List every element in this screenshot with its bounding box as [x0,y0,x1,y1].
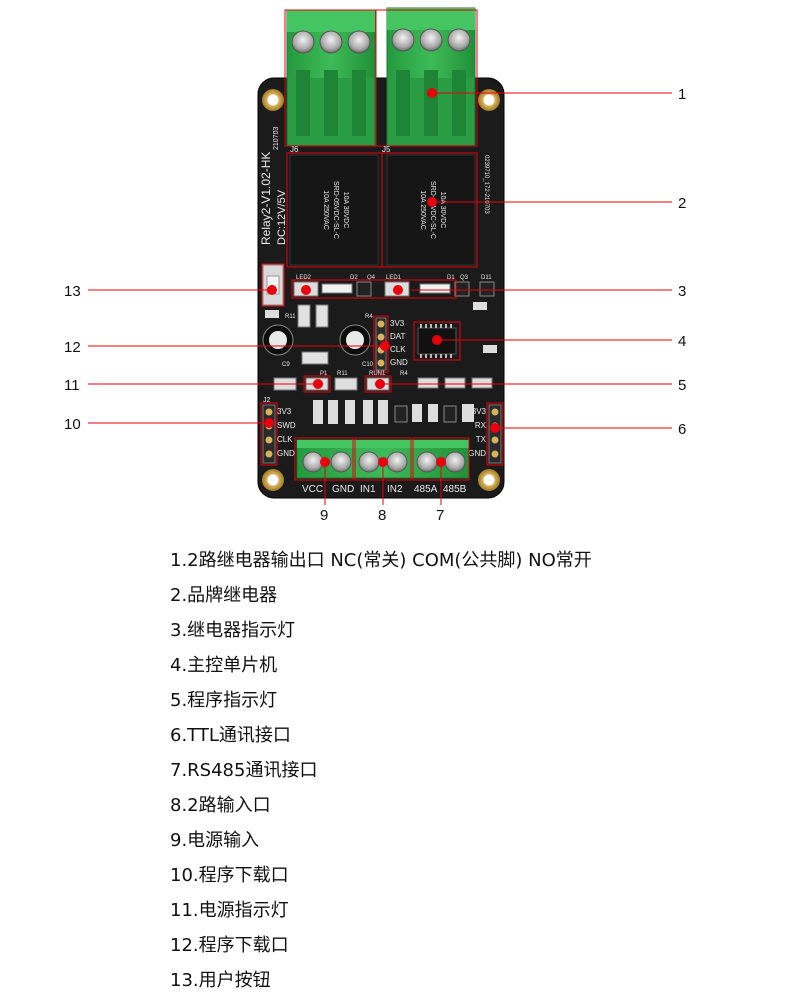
callout-dots [264,88,500,467]
label-j2: J2 [263,397,271,404]
callout-6: 6 [678,421,686,438]
relay-k2-rating-dc: 10A 30VDC [439,192,446,229]
term-label-gnd: GND [332,484,354,495]
legend-item: 2.品牌继电器 [170,585,278,606]
label-d1: D1 [447,275,455,281]
callout-2: 2 [678,195,686,212]
legend-item: 10.程序下载口 [170,865,289,886]
ttl-header [488,404,502,464]
relay-k1-rating-dc: 10A 30VDC [342,192,349,229]
prog-pin-3v3: 3V3 [390,319,405,328]
legend-item: 3.继电器指示灯 [170,620,296,641]
term-label-in2: IN2 [387,484,403,495]
label-r4: R4 [400,371,408,377]
legend-item: 6.TTL通讯接口 [170,725,291,746]
relay-k1: SRD-05VDC-SL-C 10A 250VAC 10A 30VDC [289,154,379,266]
relay-output-terminal-j5 [386,7,476,146]
callout-13: 13 [64,283,81,300]
prog-pin-dat: DAT [390,332,406,341]
label-d11: D11 [481,275,492,281]
label-c9: R11 [285,314,296,320]
legend-item: 11.电源指示灯 [170,900,289,921]
callout-1: 1 [678,86,686,103]
term-label-in1: IN1 [360,484,376,495]
callout-box-9 [294,437,354,481]
board-side-code: 0239710_172-210703 [483,155,489,214]
term-label-vcc: VCC [302,484,323,495]
label-p1: P1 [320,371,328,377]
legend-item: 5.程序指示灯 [170,690,278,711]
prog-pin-gnd: GND [390,358,408,367]
relay-k2-model: SRD-05VDC-SL-C [429,181,436,239]
label-j6: J6 [290,145,299,154]
label-d2: D2 [350,275,358,281]
label-c7: C9 [282,362,290,368]
legend-item: 4.主控单片机 [170,655,278,676]
callout-box-1 [284,9,478,147]
board-voltage: DC:12V/5V [276,189,288,245]
callout-11: 11 [64,377,80,394]
callout-4: 4 [678,333,686,350]
label-led2: LED2 [296,275,312,281]
label-r11: R11 [337,371,348,377]
callout-10: 10 [64,416,81,433]
smd-row [313,400,474,424]
relay-output-terminal-j6 [286,9,376,146]
legend-item: 12.程序下载口 [170,935,289,956]
callout-12: 12 [64,339,81,356]
legend-item: 7.RS485通讯接口 [170,760,318,781]
callout-5: 5 [678,377,686,394]
callout-box-3 [291,279,457,299]
swd-pin-gnd: GND [277,449,295,458]
term-label-485a: 485A [414,484,438,495]
swd-pin-3v3: 3V3 [277,407,292,416]
ttl-pin-rx: RX [475,421,487,430]
callout-box-13 [261,263,285,307]
relay-k1-rating-ac: 10A 250VAC [322,190,329,230]
term-label-485b: 485B [443,484,467,495]
legend-list: 1.2路继电器输出口 NC(常关) COM(公共脚) NO常开 2.品牌继电器 … [170,543,770,998]
callout-7: 7 [436,507,444,520]
swd-pin-swd: SWD [277,421,296,430]
label-c8: C10 [362,362,374,368]
legend-item: 1.2路继电器输出口 NC(常关) COM(公共脚) NO常开 [170,550,592,571]
mounting-holes [262,89,500,491]
legend-item: 13.用户按钮 [170,970,271,991]
relay-k2: SRD-05VDC-SL-C 10A 250VAC 10A 30VDC [386,154,476,266]
callout-box-6 [486,402,504,466]
callout-9: 9 [320,507,328,520]
board-name: Relay2-V1.02-HK [259,152,273,245]
callout-box-4 [413,321,461,361]
relay-k2-rating-ac: 10A 250VAC [419,190,426,230]
legend-item: 9.电源输入 [170,830,260,851]
label-led1: LED1 [386,275,402,281]
swd-pin-clk: CLK [277,435,293,444]
user-button [262,264,284,306]
callout-box-10 [260,402,278,466]
ttl-pin-gnd: GND [468,449,486,458]
prog-pin-clk: CLK [390,345,406,354]
passive-components [262,302,497,365]
swd-header [262,404,276,464]
label-c10: R4 [365,314,373,320]
label-q3: Q3 [460,275,469,281]
board-svg: J6 J5 SRD-05VDC-SL-C 10A 250VAC 10A 30VD… [64,7,686,524]
label-j5: J5 [382,145,391,154]
board-date: 210703 [273,127,280,150]
ttl-pin-3v3: 3V3 [472,407,487,416]
label-q4: Q4 [367,275,376,281]
legend-item: 8.2路输入口 [170,795,271,816]
callout-lines [88,92,672,505]
callout-8: 8 [378,507,386,520]
label-run1: RUN1 [369,371,386,377]
relay-k1-model: SRD-05VDC-SL-C [332,181,339,239]
board-diagram: J6 J5 SRD-05VDC-SL-C 10A 250VAC 10A 30VD… [64,7,686,524]
callout-3: 3 [678,283,686,300]
ttl-pin-tx: TX [476,435,487,444]
